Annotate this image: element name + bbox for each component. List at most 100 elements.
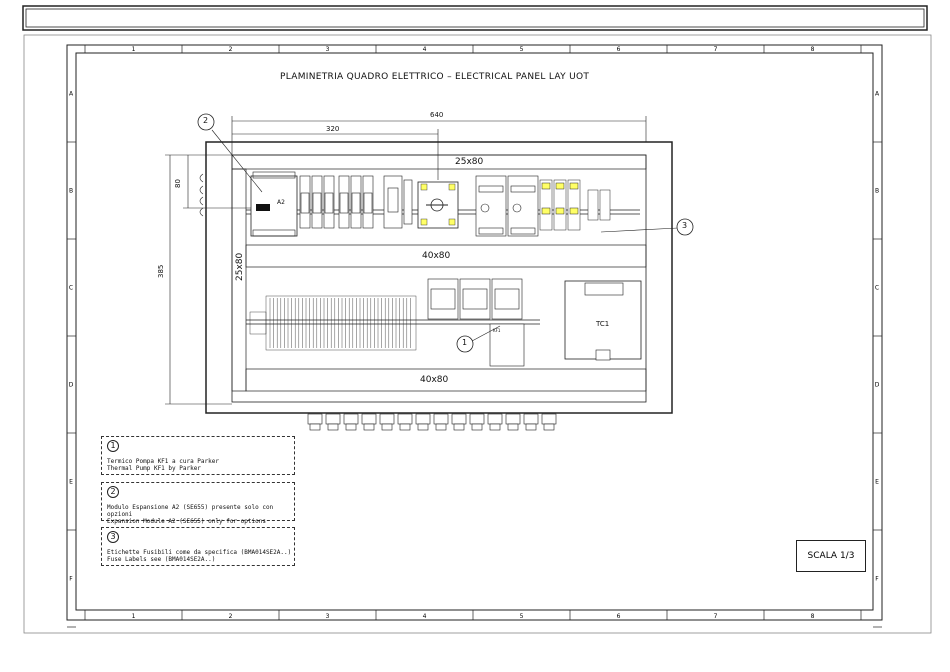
cable-gland [379, 413, 395, 425]
breaker [475, 175, 507, 237]
grid-col-label-bottom: 2 [229, 613, 233, 620]
thermal-relay-kf1 [489, 323, 525, 367]
drawing-frame [66, 44, 883, 621]
grid-col-label-bottom: 3 [326, 613, 330, 620]
note-1-number: 1 [107, 440, 119, 452]
callout-3-number: 3 [682, 221, 688, 230]
grid-col-label-bottom: 1 [132, 613, 136, 620]
cable-gland [505, 413, 521, 425]
cable-gland [433, 413, 449, 425]
duct-bottom-label: 40x80 [420, 375, 449, 385]
cable-gland [397, 413, 413, 425]
dim-width-partial: 320 [326, 125, 340, 133]
grid-row-label-left: B [69, 188, 73, 195]
grid-col-label-bottom: 4 [423, 613, 427, 620]
grid-col-label-top: 4 [423, 46, 427, 53]
grid-col-label-bottom: 5 [520, 613, 524, 620]
cable-gland [523, 413, 539, 425]
duct-side [231, 168, 247, 392]
dim-width-total: 640 [430, 111, 444, 119]
callout-1-number: 1 [462, 338, 468, 347]
duct-side-label: 25x80 [235, 252, 245, 281]
cable-gland [325, 413, 341, 425]
grid-row-label-left: E [69, 479, 73, 486]
callout-1-circle [456, 335, 474, 353]
cable-gland [451, 413, 467, 425]
grid-row-label-right: D [875, 382, 880, 389]
note-1: 1 Termico Pompa KF1 a cura Parker Therma… [101, 436, 295, 475]
dim-height-total: 385 [157, 264, 165, 278]
grid-row-label-right: E [875, 479, 879, 486]
grid-row-label-right: A [875, 91, 880, 98]
grid-row-label-left: D [69, 382, 74, 389]
cable-gland [343, 413, 359, 425]
cable-gland [469, 413, 485, 425]
note-3-line-1: Etichette Fusibili come da specifica (BM… [107, 549, 292, 556]
duct-top-label: 25x80 [455, 157, 484, 167]
dim-height-top: 80 [174, 179, 182, 188]
grid-row-label-left: A [69, 91, 74, 98]
module-a2-label: A2 [277, 199, 285, 206]
grid-row-label-left: F [69, 576, 73, 583]
grid-row-label-left: C [69, 285, 73, 292]
breaker-group [475, 175, 539, 237]
grid-col-label-bottom: 6 [617, 613, 621, 620]
grid-row-label-right: B [875, 188, 879, 195]
fuse-holder [567, 179, 581, 231]
callout-leaders [211, 129, 679, 342]
note-3-number: 3 [107, 531, 119, 543]
contactor-group [427, 278, 525, 367]
grid-col-label-top: 5 [520, 46, 524, 53]
grid-col-label-top: 8 [811, 46, 815, 53]
drawing-title: PLAMINETRIA QUADRO ELETTRICO – ELECTRICA… [280, 72, 590, 82]
cable-gland [487, 413, 503, 425]
fuse-small [599, 189, 611, 221]
dimension-lines [165, 116, 647, 405]
title-strip [22, 5, 928, 31]
grid-row-label-right: F [875, 576, 879, 583]
terminal-strip [265, 295, 417, 351]
note-2: 2 Modulo Espansione A2 (SE655) presente … [101, 482, 295, 525]
grid-col-label-bottom: 8 [811, 613, 815, 620]
grid-col-label-top: 2 [229, 46, 233, 53]
note-3-line-2: Fuse Labels see (BMA014SE2A..) [107, 556, 216, 563]
cable-gland [307, 413, 323, 425]
duct-middle-label: 40x80 [422, 251, 451, 261]
terminal-end-clamp [249, 311, 267, 335]
grid-col-label-bottom: 7 [714, 613, 718, 620]
terminal-block [249, 295, 417, 351]
note-2-line-1: Modulo Espansione A2 (SE655) presente so… [107, 504, 274, 518]
grid-col-label-top: 3 [326, 46, 330, 53]
cable-gland [541, 413, 557, 425]
scale-box: SCALA 1/3 [796, 540, 866, 572]
callout-3-circle [676, 218, 694, 236]
grid-col-label-top: 1 [132, 46, 136, 53]
fuse-holder [539, 179, 553, 231]
note-2-line-2: Expansion Module A2 (SE655) only for opt… [107, 518, 266, 525]
callout-2-number: 2 [203, 116, 209, 125]
main-switch [417, 181, 459, 229]
breaker [507, 175, 539, 237]
duct-top [231, 154, 647, 170]
fuse-small [587, 189, 599, 221]
grid-col-label-top: 7 [714, 46, 718, 53]
note-3: 3 Etichette Fusibili come da specifica (… [101, 527, 295, 566]
transformer-tc1 [564, 280, 642, 361]
relay-small [403, 179, 413, 225]
note-1-line-2: Thermal Pump KF1 by Parker [107, 465, 201, 472]
grid-col-label-top: 6 [617, 46, 621, 53]
cable-gland [415, 413, 431, 425]
grid-ticks [67, 44, 882, 628]
relay-group [299, 175, 413, 229]
electrical-panel [199, 141, 673, 431]
cable-glands [307, 413, 557, 431]
expansion-module-a2 [250, 171, 298, 237]
note-1-line-1: Termico Pompa KF1 a cura Parker [107, 458, 219, 465]
cable-gland [361, 413, 377, 425]
fuse-group [539, 179, 611, 231]
transformer-label: TC1 [596, 320, 610, 328]
note-2-number: 2 [107, 486, 119, 498]
